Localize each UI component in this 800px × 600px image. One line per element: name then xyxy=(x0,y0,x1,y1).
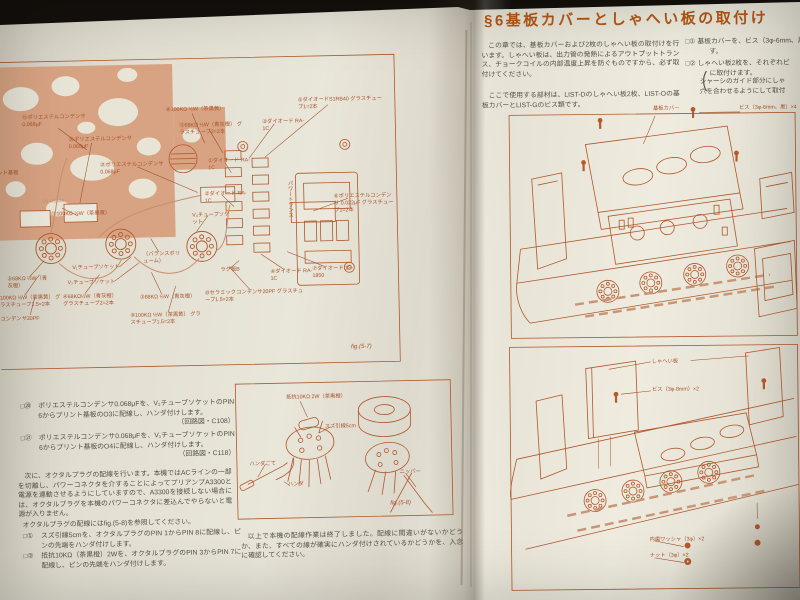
callout-label: ビス（3φ-6mm、黒）×4 xyxy=(738,104,797,111)
callout-label: しゃへい板 xyxy=(651,358,679,365)
callout-label: 基板カバー xyxy=(652,105,680,112)
note-text: 穴を合わせるようにして取付 xyxy=(699,87,786,96)
pcb-pattern xyxy=(0,63,227,241)
note-block: （ シャーシのガイド部分にしゃ 穴を合わせるようにして取付 xyxy=(693,70,786,97)
note-paren: （ xyxy=(692,70,708,96)
leader-lines xyxy=(643,111,741,145)
fig-shield-drawing xyxy=(509,343,800,591)
callout-label: ビス（3φ-8mm）×2 xyxy=(651,386,700,393)
step-text: しゃへい板2枚を、それぞれビ xyxy=(697,59,790,68)
chassis-drawing xyxy=(0,53,401,371)
step-text: 基板カバーを、ビス（3φ-6mm、黒 xyxy=(697,37,800,46)
callout-label: 内歯ワッシャ（3φ）×2 xyxy=(649,536,705,543)
fig58-drawing xyxy=(234,379,454,520)
leader-lines xyxy=(24,104,348,316)
fig57-drawing xyxy=(0,53,401,371)
callout-label: ナット（3φ）×2 xyxy=(649,552,689,559)
page-edge xyxy=(470,22,472,587)
section-title: §6基板カバーとしゃへい板の取付け xyxy=(483,9,769,30)
fig-cover-drawing xyxy=(508,106,798,339)
assembly-drawings xyxy=(508,106,800,591)
step-text: す。 xyxy=(709,47,723,55)
step-number: □① xyxy=(685,38,696,46)
leader-lines xyxy=(608,355,758,563)
intro-paragraph: この章では、基板カバーおよび2枚のしゃへい板の取付けを行います。しゃへい板は、出… xyxy=(481,40,680,79)
instruction-step: □① 基板カバーを、ビス（3φ-6mm、黒 す。 xyxy=(685,36,800,56)
step-number: □② xyxy=(685,60,696,68)
